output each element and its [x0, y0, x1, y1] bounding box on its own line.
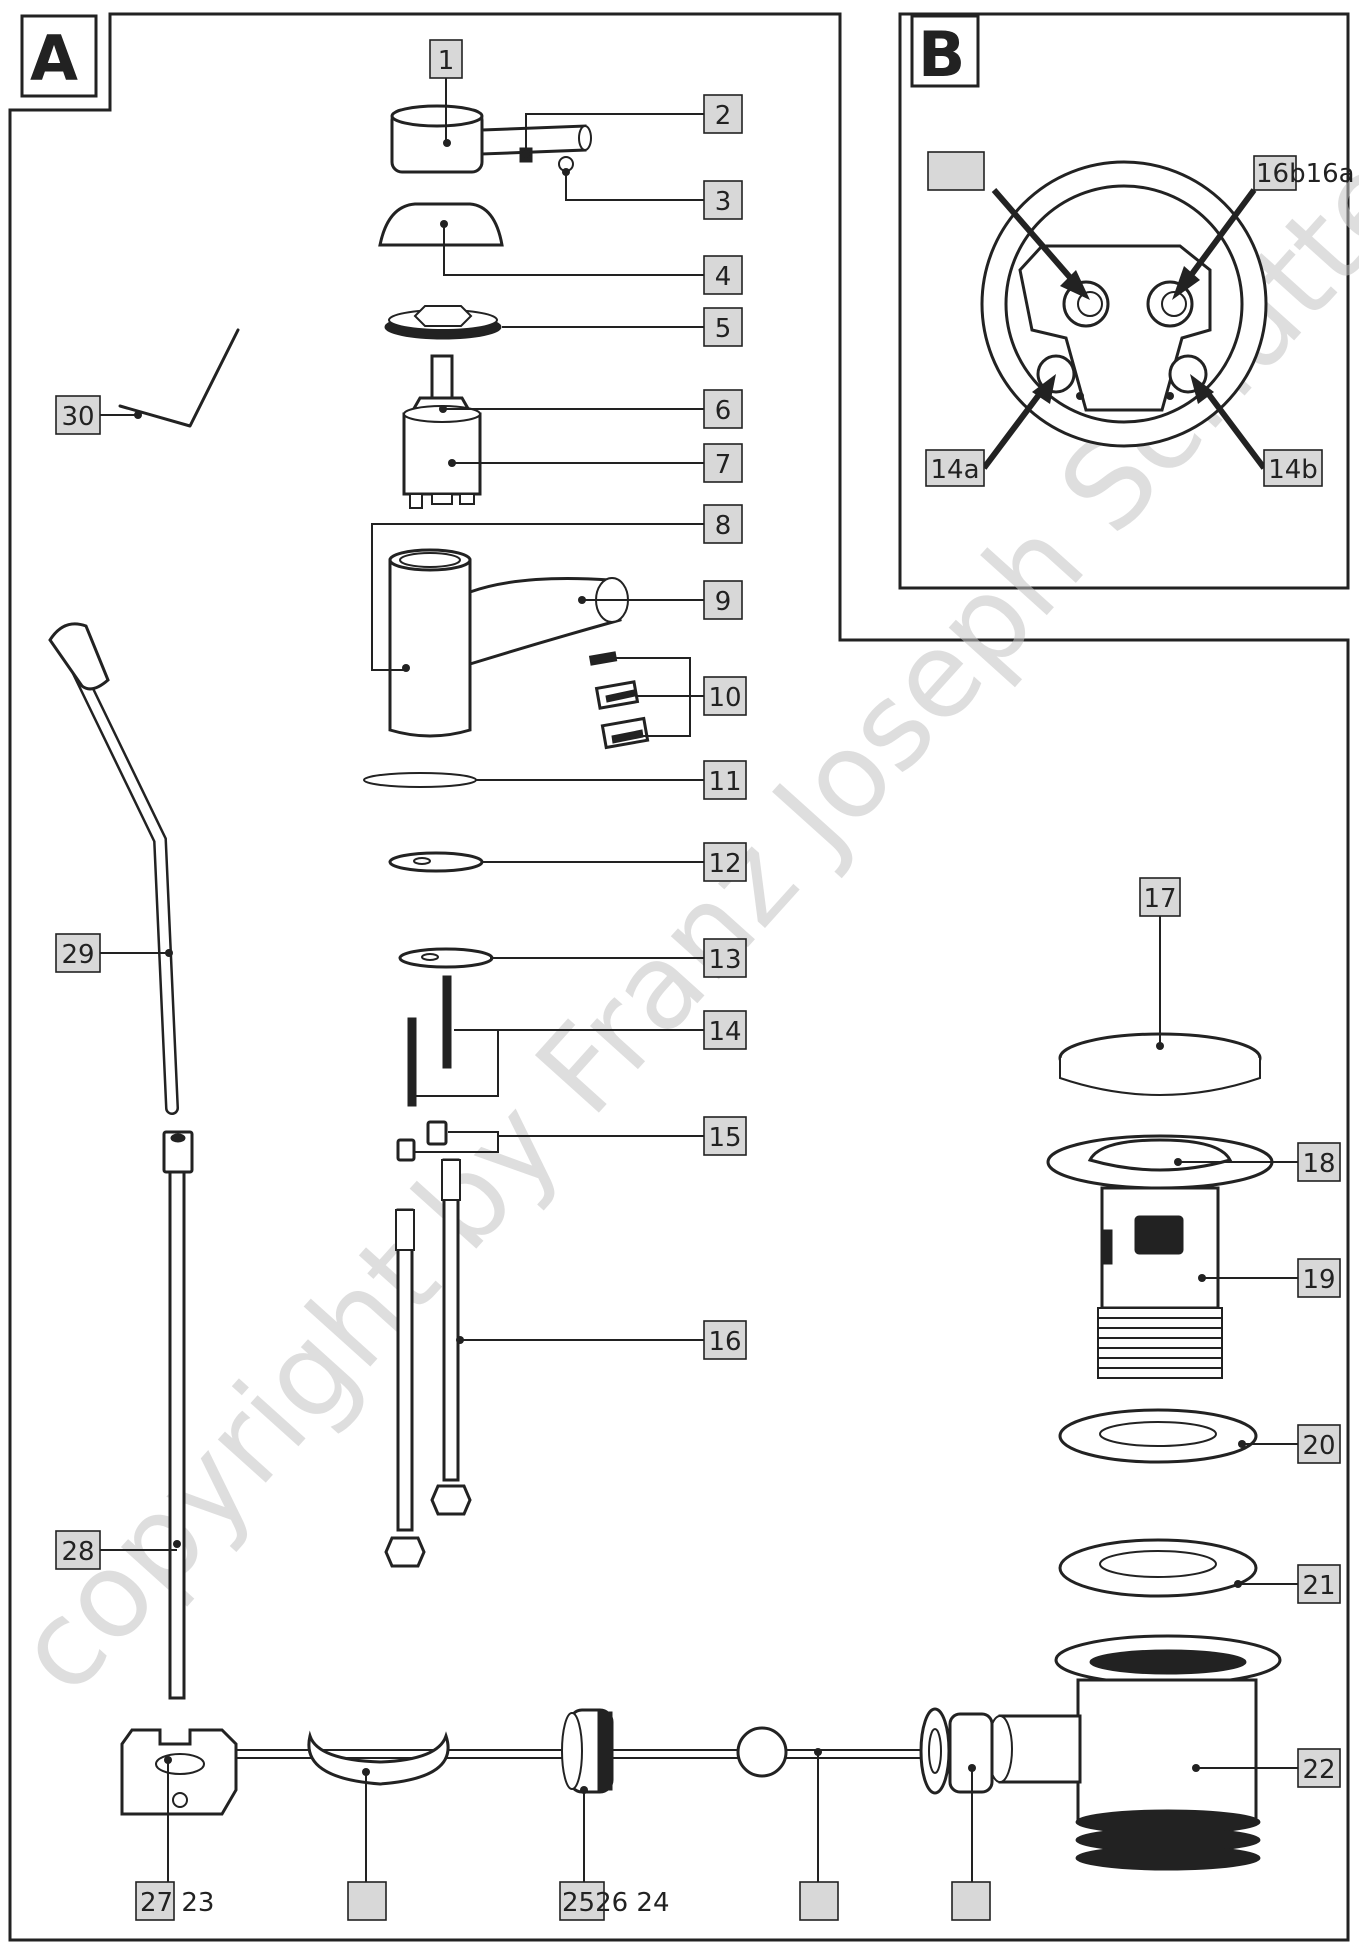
part-label-19: 19	[1297, 1258, 1341, 1298]
part-label-14: 14	[703, 1010, 747, 1050]
part-label-10: 10	[703, 676, 747, 716]
bottom-label-4	[799, 1881, 839, 1921]
waste-body-part	[987, 1634, 1282, 1871]
pop-up-linkage-part	[120, 1707, 994, 1816]
part-label-8: 8	[703, 504, 743, 544]
svg-text:11: 11	[708, 767, 741, 797]
bottom-label-2	[347, 1881, 387, 1921]
svg-text:14b: 14b	[1268, 455, 1318, 485]
plug-cap-part	[1058, 1032, 1262, 1096]
leader-dots	[134, 150, 1246, 1794]
part-label-5: 5	[703, 307, 743, 347]
bottom-label-5	[951, 1881, 991, 1921]
panel-a-frame	[8, 12, 1350, 1942]
panel-a-letter: A	[30, 22, 78, 95]
svg-text:2: 2	[715, 101, 732, 131]
plug-body-part	[1046, 1134, 1274, 1379]
panel-b-tab-outline	[910, 14, 980, 88]
svg-text:3: 3	[715, 187, 732, 217]
part-label-6: 6	[703, 389, 743, 429]
cartridge-label-top-right: 16b16a	[1253, 155, 1355, 191]
flex-hoses-part	[384, 1158, 472, 1568]
svg-text:19: 19	[1302, 1265, 1335, 1295]
svg-text:30: 30	[61, 402, 94, 432]
svg-text:6: 6	[715, 396, 732, 426]
svg-text:28: 28	[61, 1537, 94, 1567]
svg-text:9: 9	[715, 587, 732, 617]
lever-handle-part	[390, 104, 592, 174]
allen-key-part	[118, 328, 240, 428]
part-label-13: 13	[703, 938, 747, 978]
retaining-nut-part	[384, 305, 502, 340]
part-label-18: 18	[1297, 1142, 1341, 1182]
fixing-plate-part	[388, 851, 484, 873]
part-label-16: 16	[703, 1320, 747, 1360]
panel-a-tab-outline	[20, 14, 98, 98]
cartridge-label-bottom-right: 14b	[1263, 449, 1323, 487]
bottom-label-3: 2526 24	[559, 1881, 670, 1921]
part-label-30: 30	[55, 395, 101, 435]
svg-text:5: 5	[715, 314, 732, 344]
part-label-12: 12	[703, 842, 747, 882]
svg-text:14a: 14a	[930, 455, 979, 485]
part-label-28: 28	[55, 1530, 101, 1570]
part-label-4: 4	[703, 255, 743, 295]
svg-text:4: 4	[715, 262, 732, 292]
svg-text:17: 17	[1143, 884, 1176, 914]
hex-nuts-part	[396, 1120, 448, 1162]
svg-text:18: 18	[1302, 1149, 1335, 1179]
bottom-label-1: 27 23	[135, 1881, 214, 1921]
part-label-1: 1	[429, 39, 463, 79]
part-label-11: 11	[703, 760, 747, 800]
washer-lower-part	[1058, 1538, 1258, 1598]
part-label-7: 7	[703, 443, 743, 483]
svg-text:13: 13	[708, 945, 741, 975]
leader-lines	[100, 78, 1298, 1882]
tap-body-part	[388, 548, 629, 738]
svg-text:16b16a: 16b16a	[1256, 159, 1355, 189]
part-label-9: 9	[703, 580, 743, 620]
part-label-29: 29	[55, 933, 101, 973]
svg-text:14: 14	[708, 1017, 741, 1047]
part-label-21: 21	[1297, 1564, 1341, 1604]
svg-text:10: 10	[708, 683, 741, 713]
svg-text:29: 29	[61, 940, 94, 970]
svg-text:27 23: 27 23	[140, 1888, 214, 1918]
o-ring-part	[363, 772, 477, 788]
pull-rod-part	[162, 1130, 194, 1700]
svg-text:15: 15	[708, 1123, 741, 1153]
part-label-15: 15	[703, 1116, 747, 1156]
svg-text:1: 1	[438, 46, 455, 76]
panel-b-letter: B	[918, 18, 965, 91]
lift-rod-part	[48, 622, 179, 1115]
cartridge-arrows	[981, 188, 1267, 470]
aerator-part	[588, 651, 650, 750]
part-label-2: 2	[703, 94, 743, 134]
svg-text:16: 16	[708, 1327, 741, 1357]
svg-text:12: 12	[708, 849, 741, 879]
cartridge-detail	[980, 160, 1268, 448]
svg-text:20: 20	[1302, 1431, 1335, 1461]
washer-upper-part	[1058, 1408, 1258, 1464]
fixing-bracket-part	[398, 947, 494, 969]
svg-text:21: 21	[1302, 1571, 1335, 1601]
part-label-17: 17	[1139, 877, 1181, 917]
part-label-3: 3	[703, 180, 743, 220]
svg-text:8: 8	[715, 511, 732, 541]
svg-text:2526 24: 2526 24	[562, 1888, 670, 1918]
panel-b-frame	[898, 12, 1350, 590]
cartridge-label-bottom-left: 14a	[925, 449, 985, 487]
cover-cap-part	[378, 202, 504, 247]
svg-text:22: 22	[1302, 1755, 1335, 1785]
svg-text:7: 7	[715, 450, 732, 480]
part-label-20: 20	[1297, 1424, 1341, 1464]
cartridge-label-top-left	[927, 151, 985, 191]
threaded-studs-part	[407, 975, 452, 1107]
part-label-22: 22	[1297, 1748, 1341, 1788]
cartridge-part	[402, 354, 482, 509]
